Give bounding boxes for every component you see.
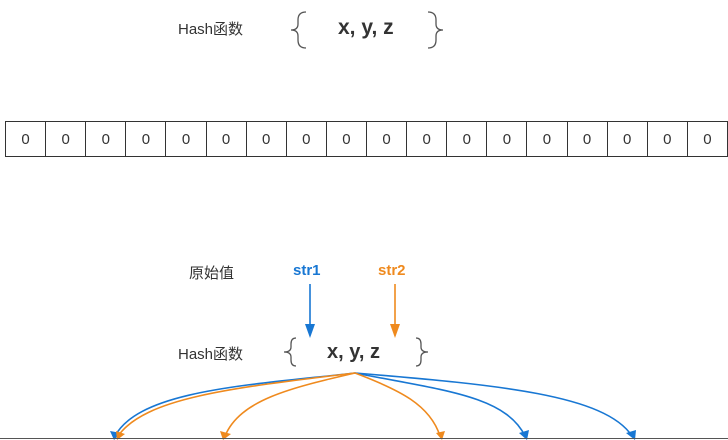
top-left-brace: [290, 11, 307, 49]
bit-cell: 0: [648, 122, 688, 156]
top-hash-label: Hash函数: [178, 21, 244, 38]
top-right-brace: [427, 11, 444, 49]
bottom-left-brace: [283, 337, 297, 367]
str1-arrow: [305, 284, 315, 338]
bit-cell: 0: [247, 122, 287, 156]
bit-cell: 0: [447, 122, 488, 156]
str2-curve-3: [354, 372, 441, 437]
str1-curve-1: [114, 372, 356, 437]
bit-cell: 0: [703, 130, 712, 148]
str2-curve-2: [224, 372, 356, 437]
bit-cell: 0: [568, 122, 608, 156]
bit-cell: 0: [287, 122, 327, 156]
bit-cell: 0: [6, 122, 47, 156]
original-value-label: 原始值: [189, 265, 235, 282]
bit-cell: 0: [527, 122, 568, 156]
bit-cell: 0: [166, 122, 207, 156]
bottom-right-brace: [415, 337, 429, 367]
bit-cell: 0: [407, 122, 448, 156]
str1-curve-2: [354, 372, 526, 437]
bit-cell: 0: [126, 122, 167, 156]
curve-arrowheads: [110, 430, 636, 440]
bottom-hash-label: Hash函数: [178, 346, 244, 363]
bit-cell: 0: [46, 122, 87, 156]
str2-curve-1: [117, 372, 356, 437]
str2-arrow: [390, 284, 400, 338]
bit-cell: 0: [487, 122, 528, 156]
bit-cell: 0: [367, 122, 408, 156]
str1-curve-3: [354, 372, 633, 437]
bit-cell: 0: [608, 122, 648, 156]
bit-cell: 0: [207, 122, 247, 156]
hash-output-curves: [114, 372, 633, 437]
bit-cell: 0: [86, 122, 127, 156]
str1-label: str1: [293, 262, 321, 279]
bit-cell: 0: [327, 122, 367, 156]
str2-label: str2: [378, 262, 406, 279]
bottom-hash-functions: x, y, z: [327, 341, 380, 363]
top-hash-functions: x, y, z: [338, 16, 394, 39]
